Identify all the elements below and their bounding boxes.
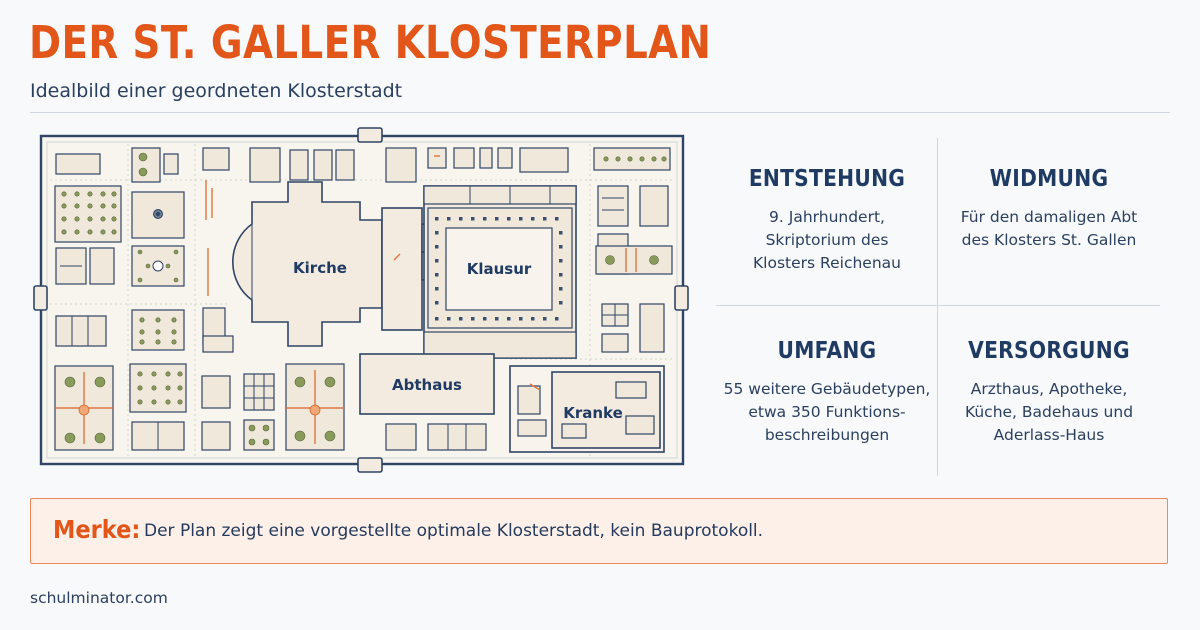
label-kirche: Kirche — [293, 259, 347, 277]
note-label: Merke: — [53, 515, 141, 544]
info-umfang-text: 55 weitere Gebäudetypen, etwa 350 Funkti… — [723, 380, 931, 444]
north-gate — [357, 127, 383, 143]
info-versorgung: VERSORGUNG Arzthaus, Apotheke, Küche, Ba… — [938, 338, 1160, 447]
footer-site: schulminator.com — [30, 589, 168, 607]
label-klausur: Klausur — [467, 260, 532, 278]
info-entstehung-text: 9. Jahrhundert, Skriptorium des Klosters… — [753, 208, 901, 272]
info-umfang-heading: UMFANG — [777, 338, 877, 364]
east-gate — [674, 285, 689, 311]
garden-beds-1 — [61, 191, 117, 235]
page-subtitle: Idealbild einer geordneten Klosterstadt — [30, 80, 403, 102]
label-kranke: Kranke — [563, 404, 623, 422]
info-versorgung-text: Arzthaus, Apotheke, Küche, Badehaus und … — [964, 380, 1134, 444]
south-gate — [357, 457, 383, 473]
info-widmung-text: Für den damaligen Abt des Klosters St. G… — [960, 208, 1138, 249]
info-entstehung: ENTSTEHUNG 9. Jahrhundert, Skriptorium d… — [716, 166, 938, 275]
infirmary — [509, 365, 665, 453]
note-text: Der Plan zeigt eine vorgestellte optimal… — [144, 521, 764, 541]
west-gate — [33, 285, 48, 311]
info-widmung-heading: WIDMUNG — [989, 166, 1109, 192]
note-box: Merke: Der Plan zeigt eine vorgestellte … — [30, 498, 1168, 564]
info-grid: ENTSTEHUNG 9. Jahrhundert, Skriptorium d… — [716, 138, 1160, 476]
monastery-plan: .b { fill: #f3ebe0; stroke: #2f4566; str… — [33, 127, 689, 473]
info-widmung: WIDMUNG Für den damaligen Abt des Kloste… — [938, 166, 1160, 252]
church — [231, 181, 383, 347]
cloister — [423, 185, 577, 359]
info-entstehung-heading: ENTSTEHUNG — [748, 166, 906, 192]
page-title: DER ST. GALLER KLOSTERPLAN — [29, 16, 712, 69]
info-umfang: UMFANG 55 weitere Gebäudetypen, etwa 350… — [716, 338, 938, 447]
label-abthaus: Abthaus — [392, 376, 462, 394]
info-versorgung-heading: VERSORGUNG — [968, 338, 1130, 364]
header-divider — [30, 112, 1170, 113]
abthaus — [359, 353, 495, 415]
